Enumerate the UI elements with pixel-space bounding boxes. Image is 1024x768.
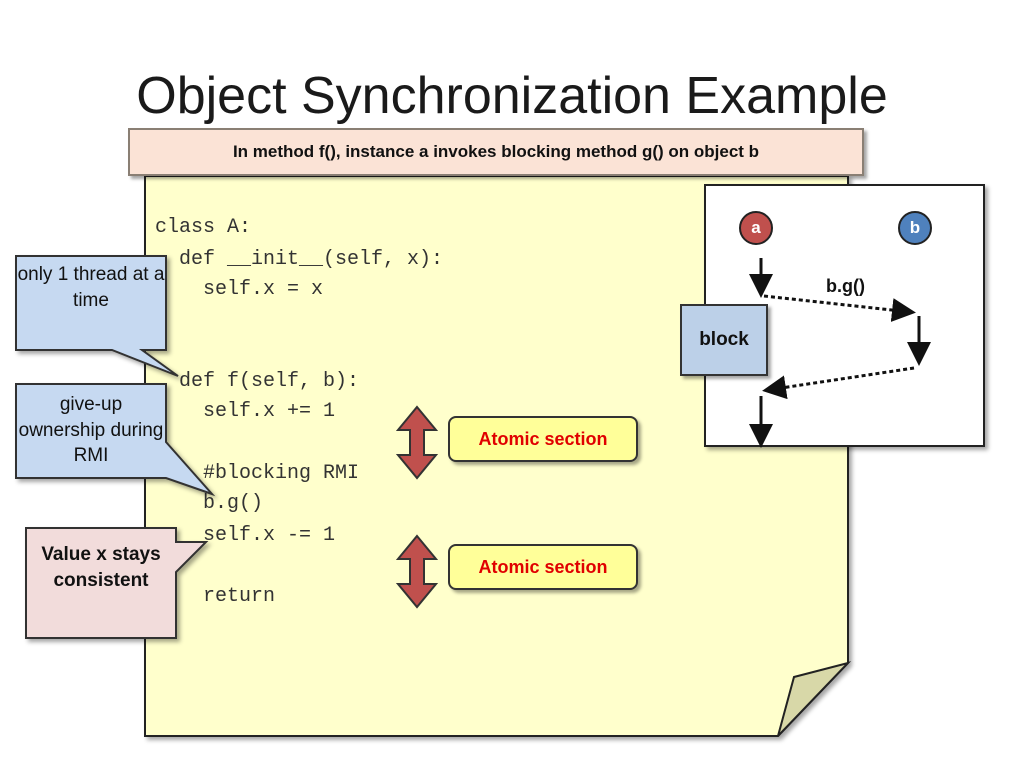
block-label: block bbox=[680, 304, 768, 376]
callout-one-thread: only 1 thread at a time bbox=[17, 264, 165, 311]
code-line: return bbox=[155, 585, 276, 608]
slide-title: Object Synchronization Example bbox=[136, 67, 888, 125]
code-line: def f(self, b): bbox=[155, 370, 360, 393]
code-line: def __init__(self, x): bbox=[155, 248, 444, 271]
code-line: class A: bbox=[155, 216, 252, 239]
code-line: b.g() bbox=[155, 492, 264, 515]
callout-consistent-shape bbox=[25, 527, 209, 639]
code-line: #blocking RMI bbox=[155, 462, 360, 485]
code-line: self.x -= 1 bbox=[155, 524, 336, 547]
description-banner: In method f(), instance a invokes blocki… bbox=[128, 128, 864, 176]
callout-give-up: give-up ownership during RMI bbox=[18, 394, 164, 467]
callout-one-thread-shape bbox=[15, 255, 179, 377]
code-line: self.x += 1 bbox=[155, 400, 336, 423]
callout-consistent: Value x stays consistent bbox=[41, 544, 161, 591]
call-label: b.g() bbox=[826, 276, 865, 296]
node-b: b bbox=[898, 211, 932, 245]
double-arrow-icon bbox=[395, 405, 439, 480]
node-a: a bbox=[739, 211, 773, 245]
double-arrow-icon bbox=[395, 534, 439, 609]
atomic-section-label: Atomic section bbox=[448, 544, 638, 590]
code-line: self.x = x bbox=[155, 278, 324, 301]
callout-give-up-shape bbox=[15, 383, 216, 497]
atomic-section-label: Atomic section bbox=[448, 416, 638, 462]
